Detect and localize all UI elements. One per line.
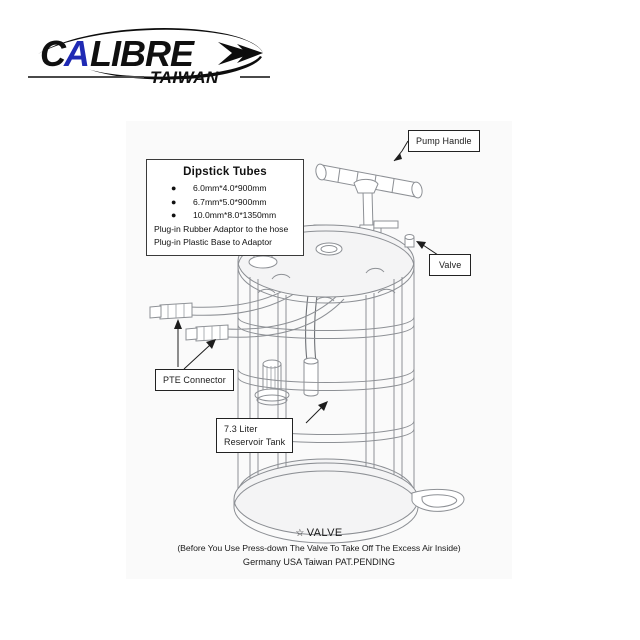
pte-connector-upper	[149, 302, 193, 320]
logo-region-text: TAIWAN	[150, 68, 219, 86]
callout-reservoir-tank-label: Reservoir Tank	[224, 436, 286, 447]
callout-valve-label: Valve	[439, 260, 462, 270]
callout-reservoir-tank: 7.3 Liter Reservoir Tank	[216, 418, 294, 453]
bullet-icon: ●	[171, 183, 177, 193]
dipstick-tube-item-label: 6.7mm*5.0*900mm	[193, 196, 267, 207]
callout-reservoir-tank-capacity: 7.3 Liter	[224, 424, 258, 434]
bullet-icon: ●	[171, 210, 177, 220]
calibre-logo: C A LIBRE TAIWAN	[28, 27, 270, 86]
footer-instruction-text: (Before You Use Press-down The Valve To …	[177, 543, 461, 553]
callout-leader-lines	[174, 140, 439, 424]
valve	[404, 234, 415, 248]
dipstick-note: Plug-in Plastic Base to Adaptor	[154, 236, 272, 247]
product-line-drawing: .ln { fill:none; stroke:#8d9095; stroke-…	[149, 140, 465, 544]
arrowhead-pte-upper	[174, 319, 182, 329]
pte-connector-lower	[185, 324, 229, 342]
dipstick-tube-item: ● 6.0mm*4.0*900mm	[147, 182, 303, 196]
logo-word-libre: LIBRE	[90, 33, 195, 74]
dipstick-tube-item: ● 10.0mm*8.0*1350mm	[147, 209, 303, 223]
dipstick-tube-item-label: 10.0mm*8.0*1350mm	[193, 210, 277, 220]
dipstick-tubes-spec-box: Dipstick Tubes ● 6.0mm*4.0*900mm ● 6.7mm…	[146, 159, 304, 256]
product-diagram-panel: .ln { fill:none; stroke:#8d9095; stroke-…	[126, 121, 512, 579]
logo-word-c: C	[40, 33, 67, 74]
footer-notes: ☆VALVE (Before You Use Press-down The Va…	[126, 527, 512, 569]
star-icon: ☆	[295, 528, 305, 539]
logo-arrow-icon	[218, 42, 254, 65]
tank-base	[233, 462, 465, 544]
arrowhead-pump-handle	[394, 153, 402, 161]
callout-pump-handle: Pump Handle	[408, 130, 480, 152]
logo-swoosh-upper	[38, 27, 263, 54]
callout-pte-connector: PTE Connector	[155, 369, 234, 391]
footer-valve-label: VALVE	[306, 527, 343, 539]
dipstick-tube-lower	[185, 292, 345, 342]
dipstick-note: Plug-in Rubber Adaptor to the hose	[154, 223, 289, 234]
dipstick-tube-item-label: 6.0mm*4.0*900mm	[193, 183, 267, 193]
logo-swoosh-lower	[88, 56, 262, 80]
dipstick-tube-item: ● 6.7mm*5.0*900mm	[147, 196, 303, 210]
plastic-base-adaptor	[254, 359, 290, 406]
logo-word-a: A	[63, 33, 89, 74]
brand-header: C A LIBRE TAIWAN	[0, 0, 640, 100]
callout-valve: Valve	[429, 254, 472, 276]
bullet-icon: ●	[171, 196, 177, 207]
arrowhead-reservoir	[318, 401, 328, 411]
footer-patent-text: Germany USA Taiwan PAT.PENDING	[242, 557, 396, 567]
arrowhead-pte-lower	[206, 339, 216, 349]
pump-handle	[315, 163, 423, 235]
logo-arrow-tip-icon	[237, 44, 263, 63]
arrowhead-valve	[416, 241, 426, 249]
dipstick-tubes-title: Dipstick Tubes	[183, 166, 267, 178]
footer-valve-heading: ☆VALVE	[126, 527, 512, 539]
base-foot	[411, 488, 465, 512]
callout-pump-handle-label: Pump Handle	[416, 136, 472, 146]
callout-pte-connector-label: PTE Connector	[163, 375, 226, 385]
